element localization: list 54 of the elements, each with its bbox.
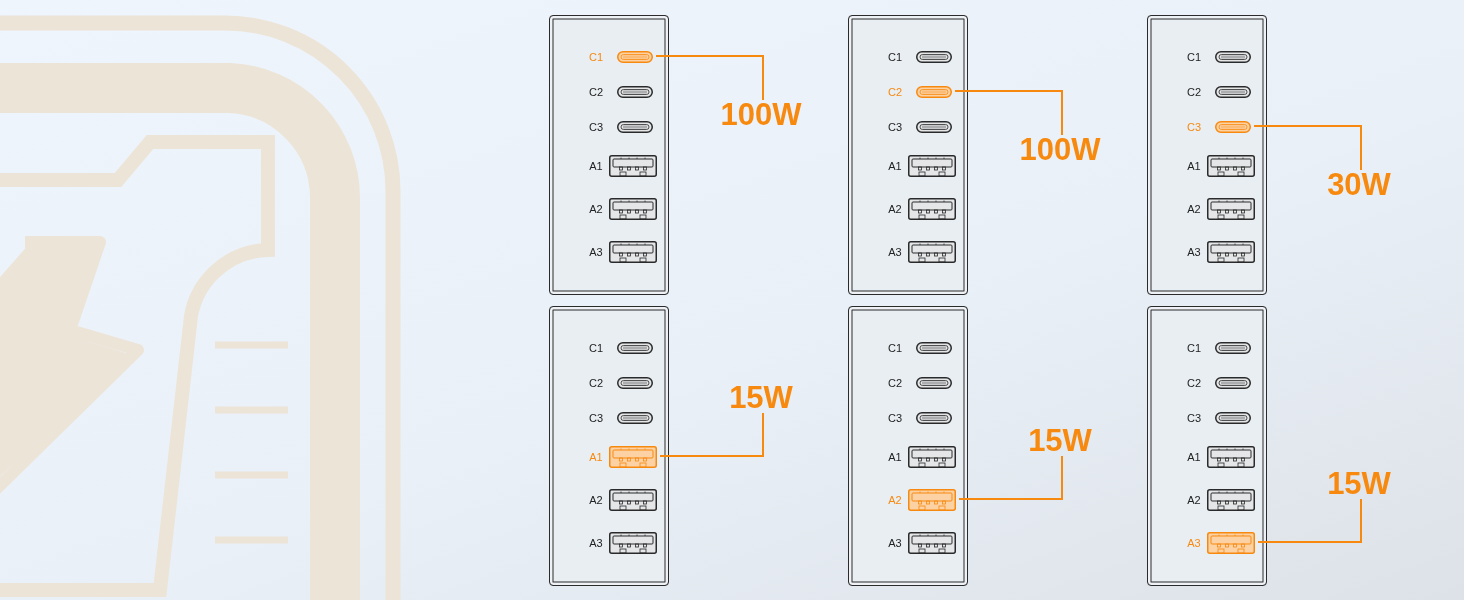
port-label: C1 bbox=[1185, 51, 1203, 63]
port-label: A2 bbox=[588, 203, 604, 215]
port-label: C1 bbox=[886, 51, 904, 63]
wattage-label: 100W bbox=[706, 98, 816, 132]
leader-line bbox=[1253, 125, 1362, 171]
leader-line bbox=[954, 90, 1063, 136]
wattage-label: 15W bbox=[1304, 467, 1414, 501]
leader-line bbox=[659, 412, 764, 457]
wattage-label: 15W bbox=[1005, 424, 1115, 458]
port-label: A1 bbox=[1186, 160, 1202, 172]
port-label: A3 bbox=[588, 246, 604, 258]
port-label: C3 bbox=[1185, 121, 1203, 133]
port-label: C1 bbox=[1185, 342, 1203, 354]
port-label: A3 bbox=[1186, 537, 1202, 549]
port-panel bbox=[1147, 15, 1267, 295]
port-label: A2 bbox=[887, 494, 903, 506]
port-panel bbox=[549, 15, 669, 295]
port-label: A3 bbox=[887, 246, 903, 258]
port-label: C2 bbox=[1185, 377, 1203, 389]
port-label: A2 bbox=[887, 203, 903, 215]
port-label: A2 bbox=[1186, 203, 1202, 215]
port-label: A2 bbox=[588, 494, 604, 506]
port-label: A3 bbox=[887, 537, 903, 549]
port-label: C2 bbox=[587, 377, 605, 389]
port-label: A1 bbox=[588, 160, 604, 172]
port-label: A1 bbox=[887, 451, 903, 463]
leader-line bbox=[1257, 498, 1362, 543]
port-panel bbox=[1147, 306, 1267, 586]
port-label: A1 bbox=[1186, 451, 1202, 463]
leader-line bbox=[655, 55, 764, 101]
port-label: C3 bbox=[587, 121, 605, 133]
leader-line bbox=[958, 455, 1063, 500]
port-label: A1 bbox=[588, 451, 604, 463]
port-label: C1 bbox=[587, 51, 605, 63]
port-label: C3 bbox=[886, 121, 904, 133]
port-label: C3 bbox=[886, 412, 904, 424]
port-label: A3 bbox=[1186, 246, 1202, 258]
port-label: C1 bbox=[886, 342, 904, 354]
wattage-label: 15W bbox=[706, 381, 816, 415]
port-label: C2 bbox=[886, 377, 904, 389]
port-panel bbox=[848, 306, 968, 586]
port-label: A2 bbox=[1186, 494, 1202, 506]
port-panel bbox=[848, 15, 968, 295]
port-label: C1 bbox=[587, 342, 605, 354]
port-panel bbox=[549, 306, 669, 586]
port-label: C2 bbox=[1185, 86, 1203, 98]
port-label: C3 bbox=[1185, 412, 1203, 424]
port-label: A3 bbox=[588, 537, 604, 549]
wattage-label: 100W bbox=[1005, 133, 1115, 167]
port-label: C3 bbox=[587, 412, 605, 424]
wattage-label: 30W bbox=[1304, 168, 1414, 202]
port-label: C2 bbox=[886, 86, 904, 98]
port-label: C2 bbox=[587, 86, 605, 98]
port-label: A1 bbox=[887, 160, 903, 172]
